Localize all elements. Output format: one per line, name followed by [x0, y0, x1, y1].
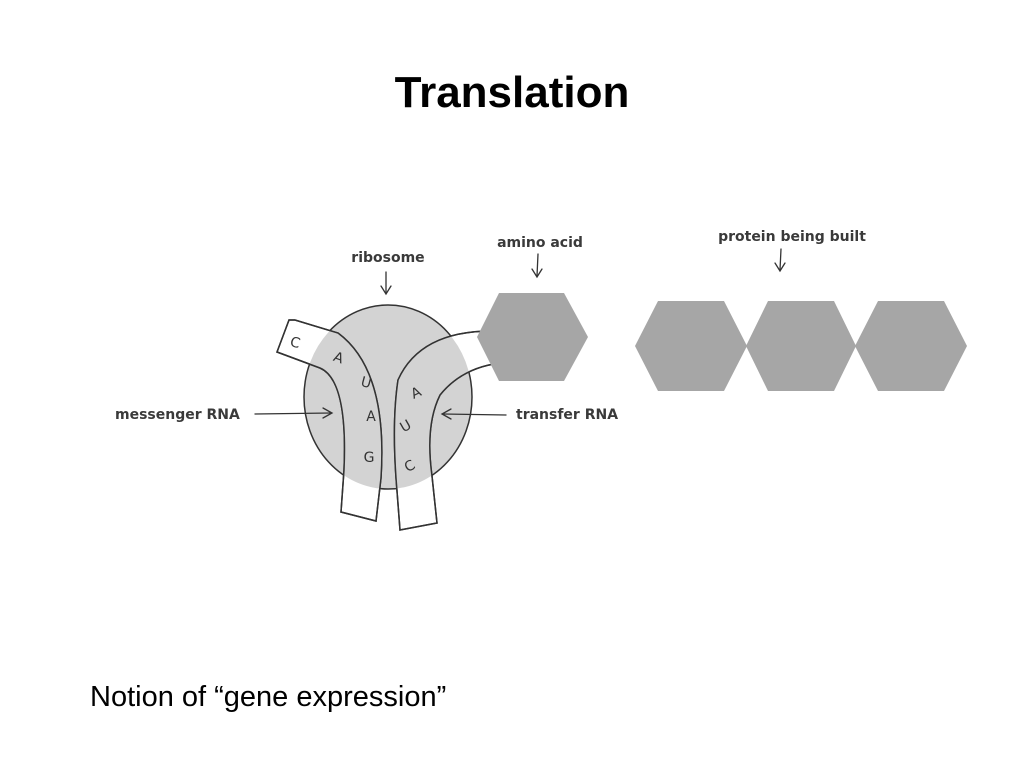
protein-label: protein being built	[718, 229, 866, 245]
slide-title: Translation	[394, 68, 630, 117]
ribosome-arrow	[380, 271, 392, 296]
mrna-base: C	[288, 334, 302, 352]
transfer-rna-arrow	[440, 408, 507, 420]
amino-acid-label: amino acid	[497, 235, 583, 251]
messenger-rna-label: messenger RNA	[115, 407, 240, 423]
protein-hexagon	[635, 301, 747, 391]
mrna-base: G	[364, 450, 375, 466]
protein-hexagon	[855, 301, 967, 391]
messenger-rna-arrow	[254, 407, 334, 419]
transfer-rna-label: transfer RNA	[516, 407, 618, 423]
protein-hexagon	[746, 301, 856, 391]
amino-acid-hexagon	[477, 293, 588, 381]
mrna-base: A	[366, 409, 376, 425]
mrna-base: U	[359, 374, 373, 392]
amino-acid-arrow	[531, 253, 543, 279]
slide-caption: Notion of “gene expression”	[90, 681, 447, 713]
ribosome-label: ribosome	[351, 250, 424, 266]
messenger-rna-strand	[276, 319, 383, 522]
transfer-rna-strand	[393, 330, 495, 531]
protein-arrow	[774, 248, 786, 273]
protein-chain	[635, 301, 967, 391]
